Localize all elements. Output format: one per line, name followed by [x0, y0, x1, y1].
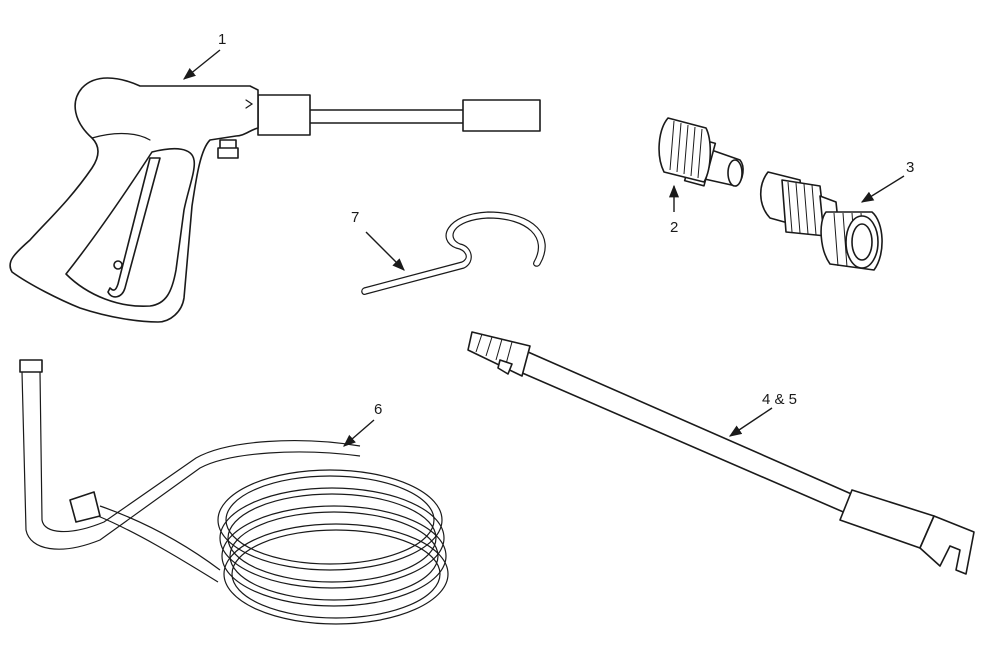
hose-coils: [217, 469, 449, 625]
callout-3: 3: [906, 159, 914, 176]
gun-trigger-pin: [113, 260, 123, 270]
spray-lance-part: [467, 331, 975, 575]
clip-wire: [363, 211, 546, 289]
quick-connect-adapter-part: [658, 117, 744, 187]
callout-7: 7: [351, 209, 359, 226]
gun-collar: [257, 94, 311, 136]
hose-adapter-part: [759, 171, 883, 271]
callout-2: 2: [670, 219, 678, 236]
gun-outlet-tube: [304, 109, 466, 124]
lance-nozzle-tip: [467, 331, 531, 377]
high-pressure-hose-part: [19, 359, 449, 625]
retaining-clip-part: [361, 211, 546, 295]
leader-6: [343, 419, 375, 447]
lance-handle: [839, 489, 935, 549]
callout-6: 6: [374, 401, 382, 418]
lance-end-fitting: [919, 515, 975, 575]
gun-trigger-opening: [65, 147, 196, 307]
callout-1: 1: [218, 31, 226, 48]
hose-end-fitting-bottom: [69, 491, 101, 523]
gun-trigger-lever: [107, 157, 161, 298]
lance-tube: [519, 351, 857, 515]
leader-3: [860, 175, 905, 203]
callout-4-5: 4 & 5: [762, 391, 797, 408]
gun-end-sleeve: [462, 99, 541, 132]
leader-4-5: [728, 407, 773, 437]
leader-7: [365, 231, 405, 271]
adapter-small-knurled-nut: [658, 117, 712, 183]
leader-1: [183, 49, 221, 80]
hose-end-fitting-top: [19, 359, 43, 373]
spray-gun-part: [9, 77, 541, 323]
